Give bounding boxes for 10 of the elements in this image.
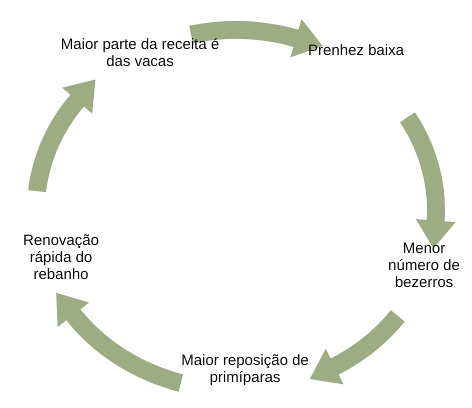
curved-arrow [28, 78, 94, 193]
cycle-step-text: Maior reposição de primíparas [180, 352, 310, 386]
curved-arrow [55, 294, 184, 392]
cycle-step-text: Menor número de bezerros [387, 240, 461, 291]
cycle-step-text: Prenhez baixa [308, 42, 404, 59]
cycle-step-text: Renovação rápida do rebanho [22, 232, 100, 283]
curved-arrow [310, 310, 404, 384]
curved-arrow [190, 18, 324, 58]
cycle-step-text: Maior parte da receita é das vacas [60, 36, 220, 70]
curved-arrow [400, 112, 456, 249]
